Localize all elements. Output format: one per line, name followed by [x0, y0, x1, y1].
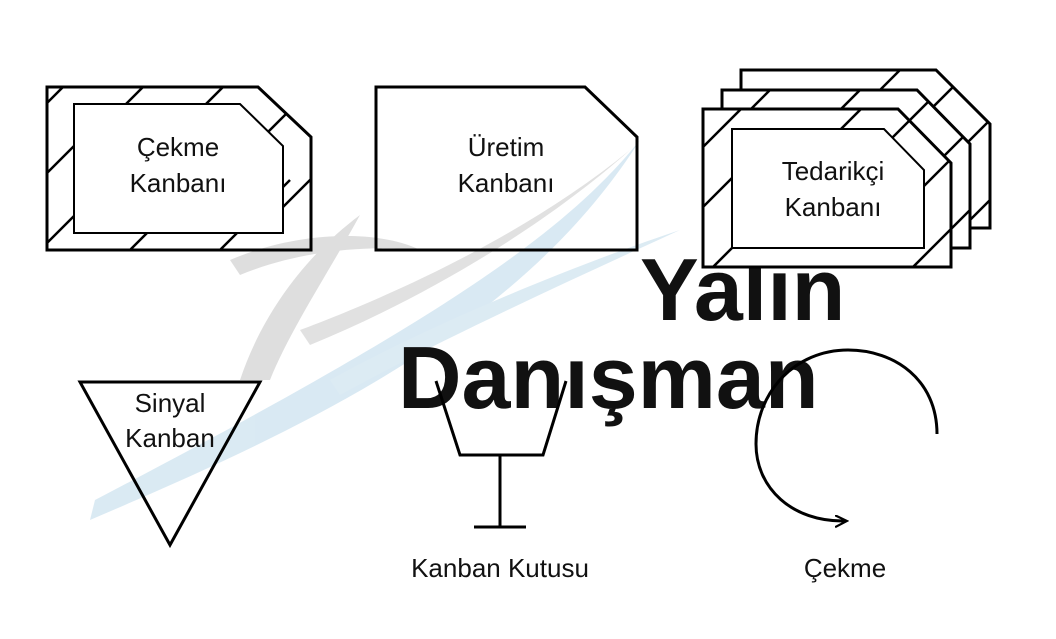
cekme-kanbani-outer: [45, 85, 313, 252]
sinyal-kanban-triangle: [77, 380, 263, 549]
sinyal-kanban-label-line2: Kanban: [125, 423, 215, 453]
cekme-kanbani-label-line1: Çekme: [137, 132, 219, 162]
watermark: Yalın Danışman: [90, 140, 845, 520]
cekme-label: Çekme: [804, 553, 886, 583]
uretim-kanbani-label-line1: Üretim: [468, 132, 545, 162]
tedarikci-kanbani-label-line1: Tedarikçi: [782, 156, 885, 186]
tedarikci-kanbani-symbol: Tedarikçi Kanbanı: [701, 68, 992, 269]
sinyal-kanban-symbol: Sinyal Kanban: [77, 380, 263, 549]
watermark-danisman: Danışman: [398, 328, 819, 427]
cekme-kanbani-label-line2: Kanbanı: [130, 168, 227, 198]
cekme-kanbani-inner: [73, 103, 284, 234]
kanban-kutusu-symbol: Kanban Kutusu: [411, 380, 589, 583]
uretim-kanbani-symbol: Üretim Kanbanı: [374, 85, 639, 252]
tedarikci-kanbani-card-front: [701, 107, 953, 269]
cekme-kanbani-symbol: Çekme Kanbanı: [45, 85, 313, 252]
watermark-swoosh: [90, 140, 680, 520]
uretim-kanbani-card: [374, 85, 639, 252]
uretim-kanbani-label-line2: Kanbanı: [458, 168, 555, 198]
kanban-kutusu-label: Kanban Kutusu: [411, 553, 589, 583]
sinyal-kanban-label-line1: Sinyal: [135, 388, 206, 418]
tedarikci-kanbani-label-line2: Kanbanı: [785, 192, 882, 222]
cekme-symbol: Çekme: [754, 348, 939, 583]
cekme-arrow: [754, 348, 939, 521]
tedarikci-kanbani-inner: [731, 128, 925, 249]
